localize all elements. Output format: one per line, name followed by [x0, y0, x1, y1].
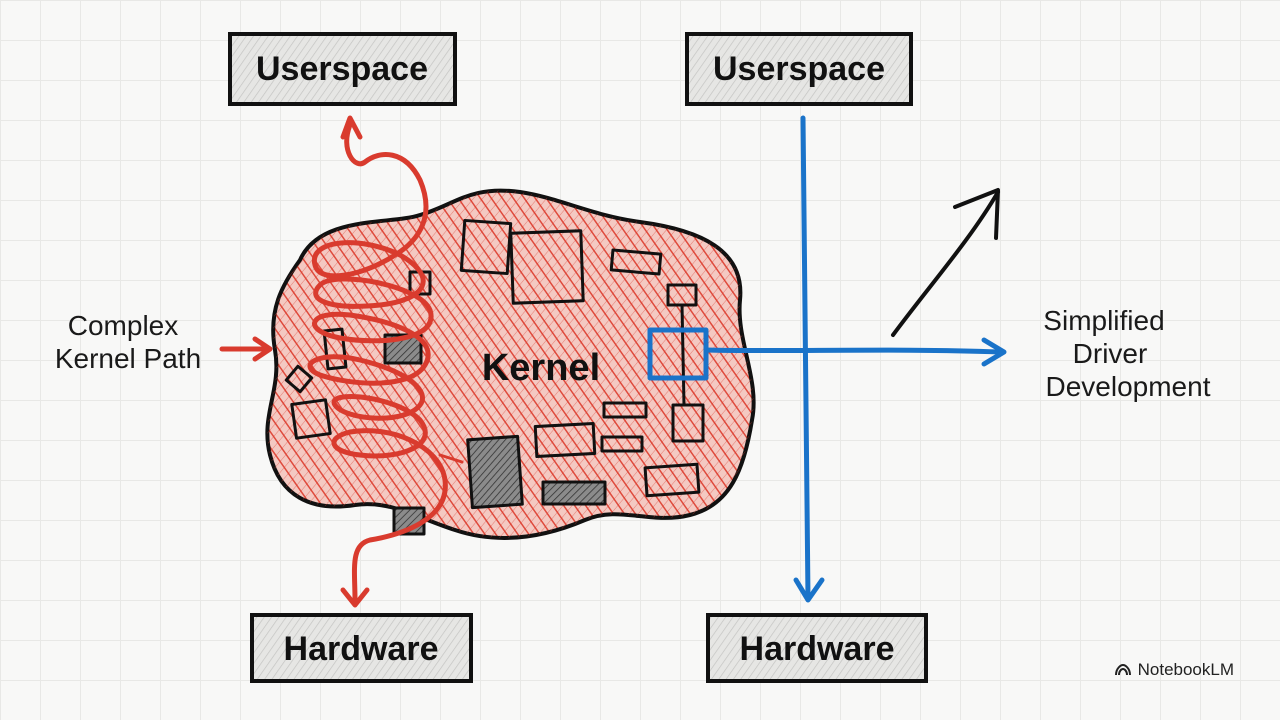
kernel-component — [290, 398, 332, 440]
complex-label-line: Kernel Path — [55, 343, 201, 374]
growth-arrow — [891, 188, 1000, 337]
hardware-left-label: Hardware — [284, 630, 439, 668]
kernel-label: Kernel — [482, 347, 600, 389]
kernel-component — [466, 434, 524, 510]
userspace-left-label: Userspace — [256, 50, 428, 88]
kernel-component — [322, 327, 348, 371]
simplified-label-line: Driver — [1073, 338, 1148, 369]
brand-name: NotebookLM — [1137, 660, 1234, 679]
notebooklm-logo-icon — [1114, 663, 1131, 676]
kernel-component — [541, 480, 607, 506]
kernel-component — [459, 218, 513, 276]
userspace-box-left: Userspace — [228, 32, 457, 106]
hardware-box-left: Hardware — [250, 613, 473, 683]
userspace-box-right: Userspace — [685, 32, 913, 106]
kernel-component — [509, 229, 585, 305]
simplified-driver-path — [647, 115, 1007, 603]
kernel-component — [602, 401, 648, 419]
simplified-label-line: Development — [1046, 371, 1211, 402]
kernel-component — [671, 403, 705, 443]
hardware-right-label: Hardware — [740, 630, 895, 668]
kernel-connector — [680, 304, 686, 406]
complex-kernel-path-label: Complex Kernel Path — [55, 310, 201, 374]
simplified-label-line: Simplified — [1043, 305, 1164, 336]
notebooklm-brand: NotebookLM — [1114, 660, 1234, 680]
userspace-right-label: Userspace — [713, 50, 885, 88]
hardware-box-right: Hardware — [706, 613, 928, 683]
complex-label-line: Complex — [68, 310, 178, 341]
kernel-component — [533, 422, 597, 458]
kernel-component — [600, 435, 644, 453]
kernel-component — [284, 364, 314, 394]
driver-highlight-box — [647, 327, 709, 381]
simplified-driver-label: Simplified Driver Development — [1043, 305, 1210, 402]
kernel-component — [643, 462, 701, 498]
kernel-component — [609, 248, 663, 276]
complex-kernel-path — [219, 115, 464, 608]
